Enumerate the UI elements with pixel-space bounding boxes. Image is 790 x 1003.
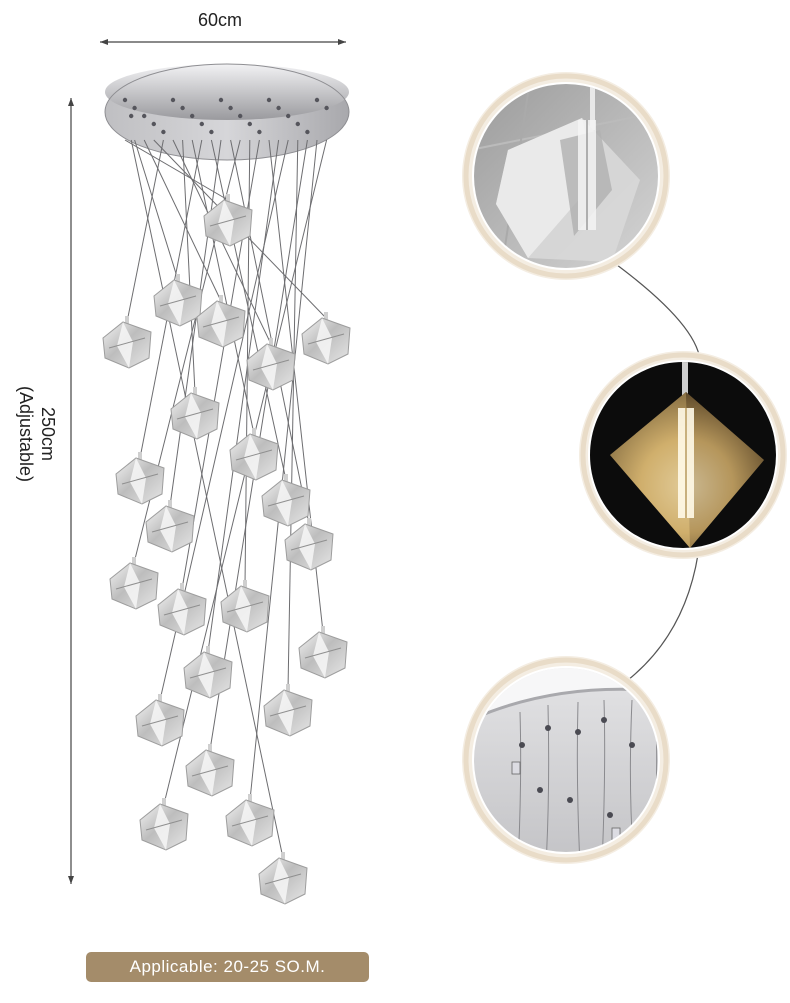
crystal-pendant (220, 580, 270, 633)
detail-crystal-closeup (462, 72, 670, 280)
detail-lit-crystal-closeup (579, 351, 787, 559)
crystal-pendant (301, 312, 351, 365)
crystal-pendants (102, 194, 351, 905)
crystal-pendant (298, 626, 348, 679)
crystal-pendant (225, 794, 275, 847)
crystal-pendant (263, 684, 313, 737)
height-dimension-label: 250cm (Adjustable) (0, 349, 59, 519)
applicable-area-badge: Applicable: 20-25 SO.M. (86, 952, 369, 982)
crystal-pendant (170, 387, 220, 440)
crystal-pendant (196, 295, 246, 348)
crystal-pendant (258, 852, 308, 905)
width-dimension-line (100, 39, 346, 45)
crystal-pendant (229, 428, 279, 481)
crystal-pendant (284, 518, 334, 571)
crystal-pendant (203, 194, 253, 247)
height-dimension-line (68, 98, 74, 884)
width-dimension-label: 60cm (197, 10, 242, 30)
crystal-pendant (109, 557, 159, 610)
crystal-pendant (135, 694, 185, 747)
crystal-pendant (246, 338, 296, 391)
crystal-pendant (145, 500, 195, 553)
detail-ceiling-plate-closeup (462, 656, 670, 864)
height-note: (Adjustable) (16, 385, 36, 483)
crystal-pendant (102, 316, 152, 369)
ceiling-canopy (104, 63, 350, 161)
detail-connector-line (627, 539, 701, 681)
crystal-pendant (261, 474, 311, 527)
crystal-pendant (183, 646, 233, 699)
crystal-pendant (157, 583, 207, 636)
canopy-mount-points (122, 97, 329, 135)
crystal-pendant (185, 744, 235, 797)
height-value: 250cm (38, 406, 58, 462)
crystal-pendant (139, 798, 189, 851)
crystal-pendant (115, 452, 165, 505)
